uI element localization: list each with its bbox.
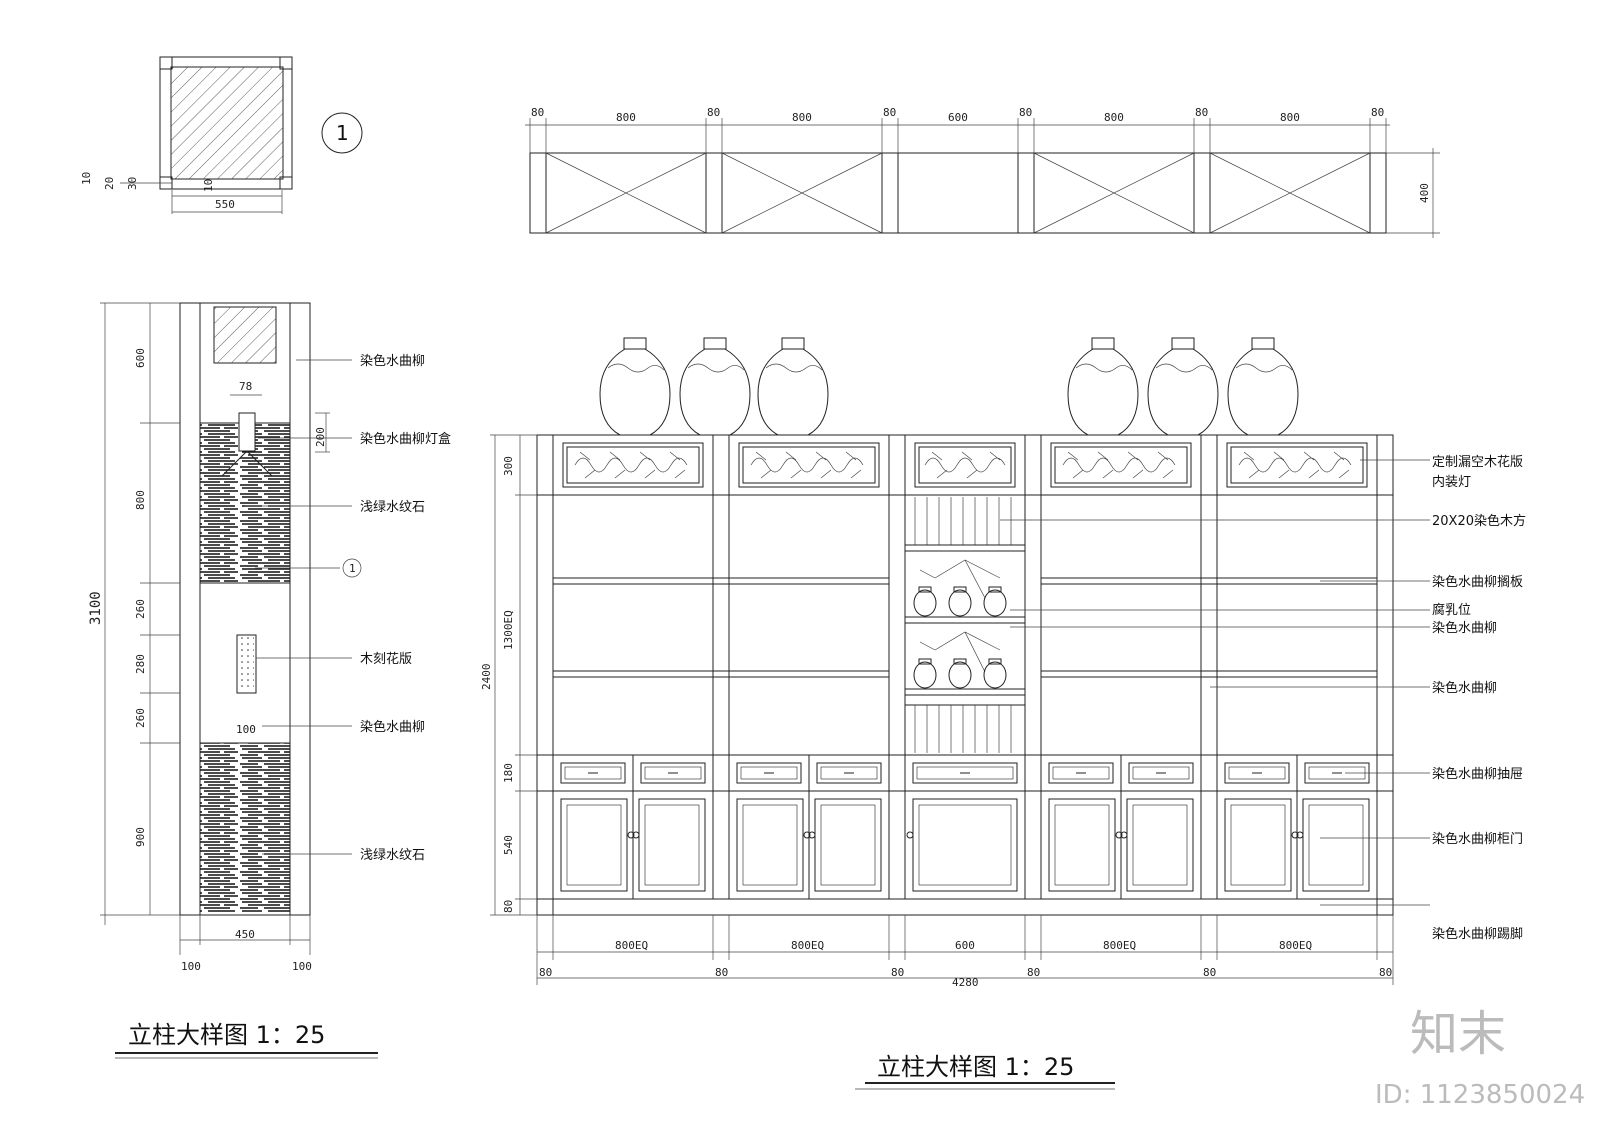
cabinet-label: 内装灯 bbox=[1432, 474, 1471, 490]
column-segment-dim: 600 bbox=[134, 348, 147, 368]
column-side-dim: 100 bbox=[292, 960, 312, 973]
cabinet-post-dim: 80 bbox=[1027, 966, 1040, 979]
cabinet-plan-dim: 80 bbox=[531, 106, 544, 119]
carved-panel bbox=[236, 634, 257, 694]
cabinet-label: 染色水曲柳抽屉 bbox=[1432, 766, 1523, 782]
lamp-height-dim: 200 bbox=[314, 427, 327, 447]
cabinet-bottom-dim: 800EQ bbox=[791, 939, 824, 952]
column-segment-dim: 800 bbox=[134, 490, 147, 510]
column-label: 浅绿水纹石 bbox=[360, 848, 425, 863]
cabinet-bottom-dim: 800EQ bbox=[615, 939, 648, 952]
cabinet-left-dim: 80 bbox=[502, 900, 515, 913]
plan-side-dim: 10 bbox=[80, 172, 93, 185]
column-side-dim: 100 bbox=[181, 960, 201, 973]
cabinet-plan-dim: 80 bbox=[883, 106, 896, 119]
plan-side-dim: 20 bbox=[103, 177, 116, 190]
cabinet-bottom-dim: 600 bbox=[955, 939, 975, 952]
plan-side-dim: 30 bbox=[126, 177, 139, 190]
cabinet-plan-depth-dim: 400 bbox=[1418, 183, 1431, 203]
cabinet-left-dim: 1300EQ bbox=[502, 610, 515, 650]
cabinet-bottom-dim: 800EQ bbox=[1103, 939, 1136, 952]
section-marker bbox=[321, 112, 363, 154]
column-width-dim: 450 bbox=[235, 928, 255, 941]
cabinet-height-dim: 2400 bbox=[480, 664, 493, 691]
cabinet-label: 腐乳位 bbox=[1432, 603, 1471, 618]
cabinet-label: 20X20染色木方 bbox=[1432, 513, 1526, 529]
column-segment-dim: 260 bbox=[134, 708, 147, 728]
column-label: 染色水曲柳 bbox=[360, 719, 425, 735]
cabinet-left-dim: 180 bbox=[502, 763, 515, 783]
cabinet-plan-dim: 800 bbox=[1104, 111, 1124, 124]
plan-side-dim: 10 bbox=[202, 179, 215, 192]
cabinet-plan-dim: 600 bbox=[948, 111, 968, 124]
cabinet-plan-dim: 800 bbox=[792, 111, 812, 124]
column-title: 立柱大样图 1：25 bbox=[128, 1021, 325, 1049]
column-section-marker: 1 bbox=[349, 562, 356, 575]
panel-width-dim: 100 bbox=[236, 723, 256, 736]
cabinet-post-dim: 80 bbox=[891, 966, 904, 979]
column-plan: 550 10 20 30 10 1 bbox=[80, 56, 363, 214]
plan-width-dim: 550 bbox=[215, 198, 235, 211]
column-height-dim: 3100 bbox=[88, 591, 104, 625]
section-marker-label: 1 bbox=[336, 121, 349, 145]
brand-watermark: 知末 bbox=[1410, 1006, 1506, 1062]
column-elevation: 450 100 100 100 78 200 3100 600 800 260 … bbox=[88, 302, 451, 1059]
cabinet-post-dim: 80 bbox=[1379, 966, 1392, 979]
tofu-jars bbox=[913, 586, 1007, 689]
cabinet-plan-dim: 80 bbox=[1019, 106, 1032, 119]
cabinet-post-dim: 80 bbox=[715, 966, 728, 979]
cabinet-plan-dim: 80 bbox=[1195, 106, 1208, 119]
cabinet-title: 立柱大样图 1：25 bbox=[877, 1053, 1074, 1081]
column-label: 浅绿水纹石 bbox=[360, 500, 425, 515]
column-segment-dim: 260 bbox=[134, 599, 147, 619]
cabinet-post-dim: 80 bbox=[539, 966, 552, 979]
cabinet-label: 染色水曲柳搁板 bbox=[1432, 574, 1523, 590]
column-label: 木刻花版 bbox=[360, 651, 412, 667]
lamp-width-dim: 78 bbox=[239, 380, 252, 393]
column-segment-dim: 280 bbox=[134, 654, 147, 674]
cabinet-label: 染色水曲柳柜门 bbox=[1432, 831, 1523, 847]
cabinet-left-dim: 540 bbox=[502, 835, 515, 855]
cabinet-bottom-dim: 800EQ bbox=[1279, 939, 1312, 952]
lamp-box bbox=[238, 412, 256, 452]
image-id-watermark: ID: 1123850024 bbox=[1375, 1080, 1585, 1110]
cabinet-plan: 80 800 80 800 80 600 80 800 80 800 80 40… bbox=[525, 106, 1440, 238]
cabinet-plan-dim: 800 bbox=[1280, 111, 1300, 124]
decorative-jars bbox=[599, 337, 1299, 436]
cabinet-label: 定制漏空木花版 bbox=[1432, 454, 1523, 470]
cabinet-plan-dim: 800 bbox=[616, 111, 636, 124]
cabinet-plan-dim: 80 bbox=[707, 106, 720, 119]
column-label: 染色水曲柳灯盒 bbox=[360, 431, 451, 447]
cabinet-plan-dim: 80 bbox=[1371, 106, 1384, 119]
cabinet-label: 染色水曲柳 bbox=[1432, 680, 1497, 696]
cabinet-width-dim: 4280 bbox=[952, 976, 979, 989]
cabinet-post-dim: 80 bbox=[1203, 966, 1216, 979]
cabinet-label: 染色水曲柳踢脚 bbox=[1432, 926, 1523, 942]
cabinet-left-dim: 300 bbox=[502, 456, 515, 476]
column-label: 染色水曲柳 bbox=[360, 353, 425, 369]
cabinet-elevation: 300 1300EQ 180 540 80 2400 800EQ 800EQ 6… bbox=[480, 337, 1526, 1090]
cabinet-label: 染色水曲柳 bbox=[1432, 620, 1497, 636]
column-segment-dim: 900 bbox=[134, 827, 147, 847]
